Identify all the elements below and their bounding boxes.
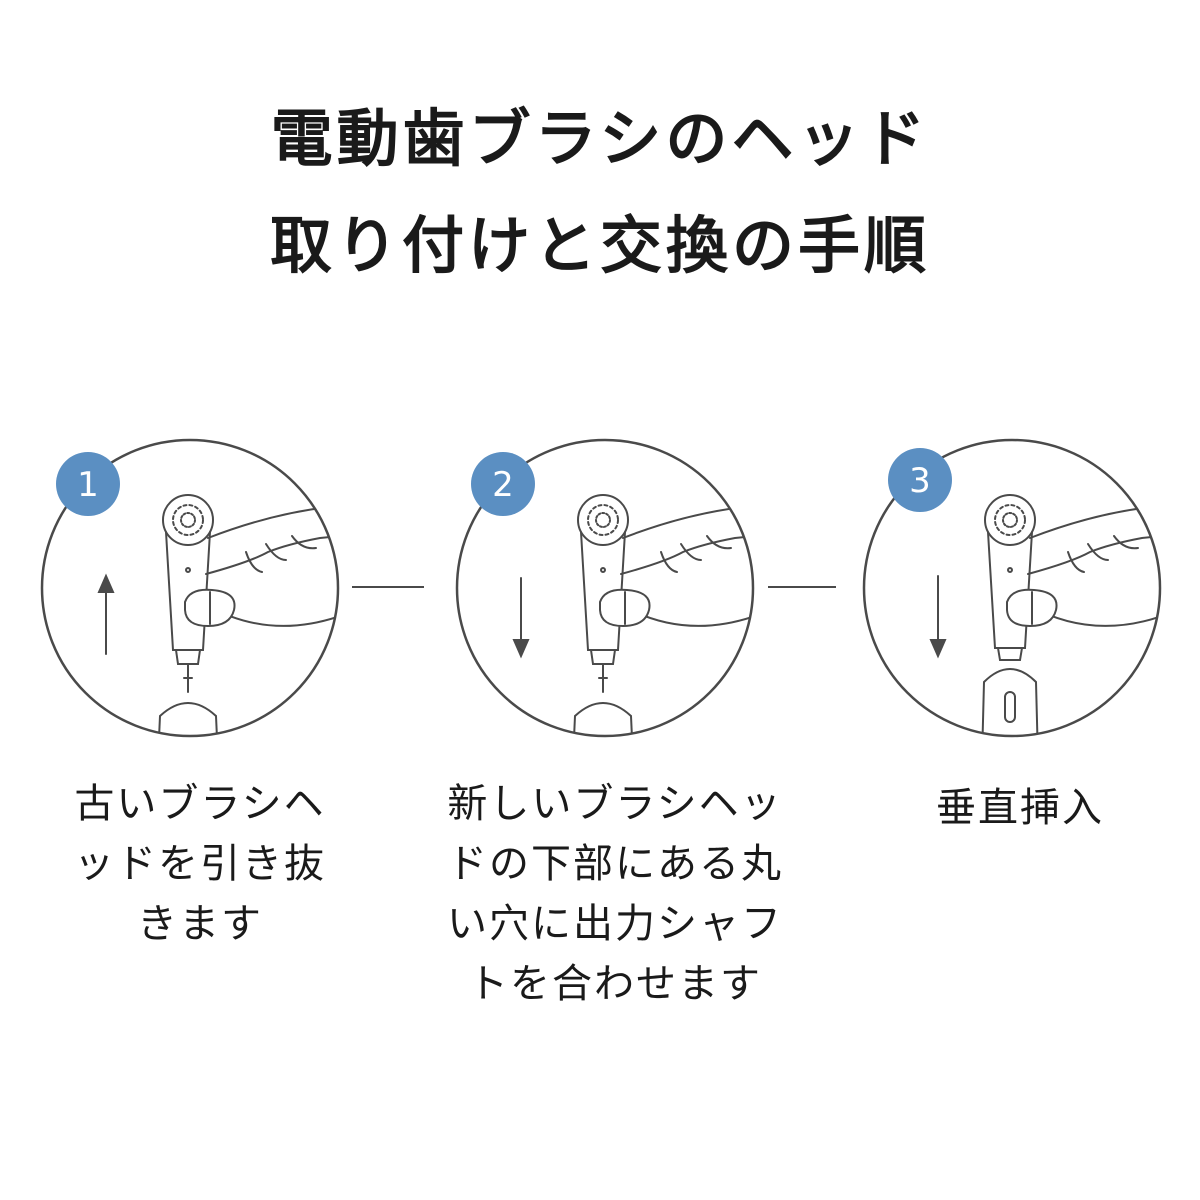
- brush-head-icon: [984, 494, 1036, 546]
- brush-head-icon: [162, 494, 214, 546]
- caption-line: ッドを引き抜: [74, 841, 326, 887]
- caption-line: 垂直挿入: [936, 785, 1104, 831]
- step-1-caption: 古いブラシヘ ッドを引き抜 きます: [40, 774, 360, 954]
- title-line-2: 取り付けと交換の手順: [269, 209, 930, 282]
- step-2-caption: 新しいブラシヘッ ドの下部にある丸 い穴に出力シャフ トを合わせます: [430, 774, 800, 1014]
- title-line-1: 電動歯ブラシのヘッド: [270, 102, 930, 175]
- caption-line: 古いブラシヘ: [74, 781, 326, 827]
- caption-line: 新しいブラシヘッ: [447, 781, 783, 827]
- step-3-caption: 垂直挿入: [880, 778, 1160, 838]
- step-number: 3: [909, 461, 931, 501]
- brush-head-icon: [577, 494, 629, 546]
- caption-line: きます: [137, 901, 263, 947]
- connector-line-1-2: [352, 586, 424, 588]
- caption-line: い穴に出力シャフ: [447, 901, 783, 947]
- step-2-illustration: 2: [455, 420, 795, 760]
- step-badge-2: [471, 452, 535, 516]
- step-1-illustration: 1: [40, 420, 380, 760]
- step-number: 1: [77, 465, 99, 505]
- step-number: 2: [492, 465, 514, 505]
- caption-line: ドの下部にある丸: [447, 841, 783, 887]
- step-badge-1: [56, 452, 120, 516]
- step-badge-3: [888, 448, 952, 512]
- caption-line: トを合わせます: [468, 961, 762, 1007]
- connector-line-2-3: [768, 586, 836, 588]
- step-3-illustration: 3: [862, 420, 1200, 760]
